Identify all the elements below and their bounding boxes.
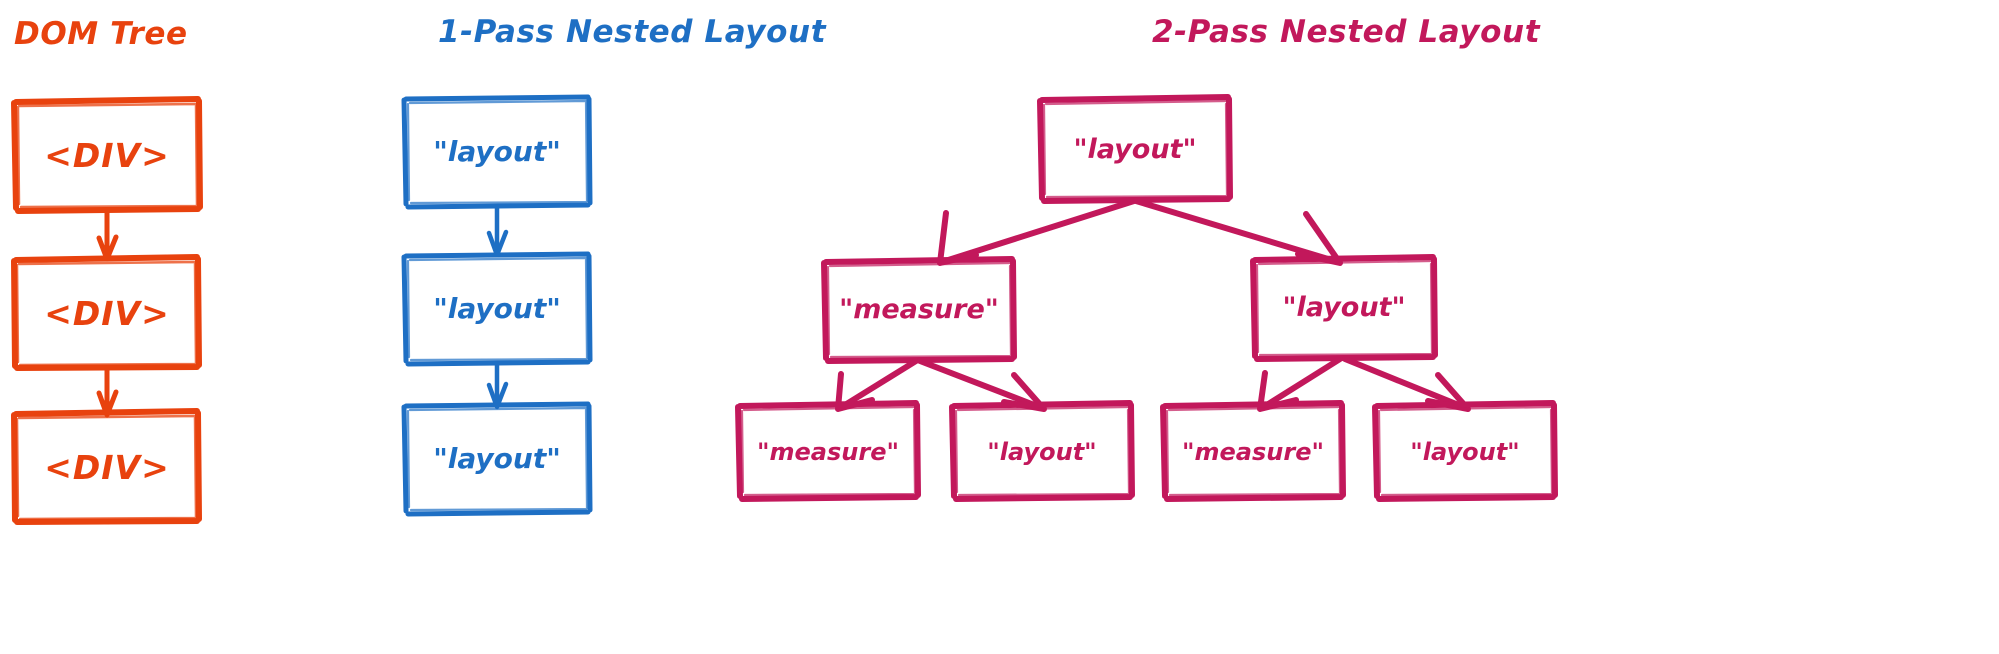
pink-edge-right-leaf4 [1342, 356, 1471, 412]
dom-edge-2-arrow [96, 365, 119, 418]
dom-edge-1-arrow [96, 208, 119, 262]
pink-node-right-box [1250, 254, 1438, 362]
dom-tree-group [11, 96, 203, 525]
blue-node-3-box [401, 401, 593, 517]
blue-edge-1-arrow [486, 204, 509, 258]
two-pass-node-left-label: "measure" [839, 293, 999, 325]
dom-node-1[interactable]: <DIV> [14, 100, 200, 210]
pink-node-leaf1-box [735, 400, 921, 502]
pink-edge-root-left [937, 198, 1137, 266]
column-heading-one-pass: 1-Pass Nested Layout [438, 14, 827, 50]
two-pass-node-left[interactable]: "measure" [824, 258, 1014, 360]
pink-node-leaf2-box [949, 400, 1135, 502]
dom-node-2-box [11, 254, 202, 371]
one-pass-node-2-label: "layout" [433, 292, 561, 325]
two-pass-node-leaf-4-label: "layout" [1410, 438, 1520, 466]
dom-node-2[interactable]: <DIV> [14, 258, 200, 368]
one-pass-node-1-label: "layout" [433, 135, 561, 168]
blue-edge-2-arrow [486, 361, 509, 410]
dom-node-3[interactable]: <DIV> [14, 412, 200, 522]
dom-node-1-label: <DIV> [44, 135, 170, 175]
dom-node-3-box [11, 408, 202, 525]
column-heading-two-pass: 2-Pass Nested Layout [1152, 14, 1541, 50]
two-pass-group [735, 94, 1558, 502]
two-pass-node-leaf-3[interactable]: "measure" [1163, 404, 1343, 500]
two-pass-node-root-label: "layout" [1073, 133, 1197, 165]
one-pass-group [401, 94, 593, 517]
dom-node-2-label: <DIV> [44, 293, 170, 333]
two-pass-node-right-label: "layout" [1282, 291, 1406, 323]
one-pass-node-3-label: "layout" [433, 442, 561, 475]
column-heading-dom-tree: DOM Tree [14, 16, 188, 52]
two-pass-node-leaf-3-label: "measure" [1182, 438, 1324, 466]
blue-node-1-box [401, 94, 593, 210]
pink-node-leaf3-box [1160, 400, 1346, 502]
two-pass-node-leaf-2[interactable]: "layout" [952, 404, 1132, 500]
two-pass-node-leaf-1[interactable]: "measure" [738, 404, 918, 500]
one-pass-node-1[interactable]: "layout" [404, 97, 590, 207]
pink-node-left-box [821, 256, 1017, 364]
two-pass-node-leaf-1-label: "measure" [757, 438, 899, 466]
pink-edge-root-right [1133, 198, 1343, 266]
pink-node-root-box [1037, 94, 1233, 204]
dom-node-1-box [11, 96, 203, 214]
one-pass-node-3[interactable]: "layout" [404, 404, 590, 514]
dom-node-3-label: <DIV> [44, 447, 170, 487]
two-pass-node-leaf-2-label: "layout" [987, 438, 1097, 466]
one-pass-node-2[interactable]: "layout" [404, 254, 590, 364]
blue-node-2-box [401, 251, 593, 367]
two-pass-node-leaf-4[interactable]: "layout" [1375, 404, 1555, 500]
pink-node-leaf4-box [1372, 400, 1558, 502]
two-pass-node-right[interactable]: "layout" [1253, 256, 1435, 358]
two-pass-node-root[interactable]: "layout" [1040, 98, 1230, 200]
